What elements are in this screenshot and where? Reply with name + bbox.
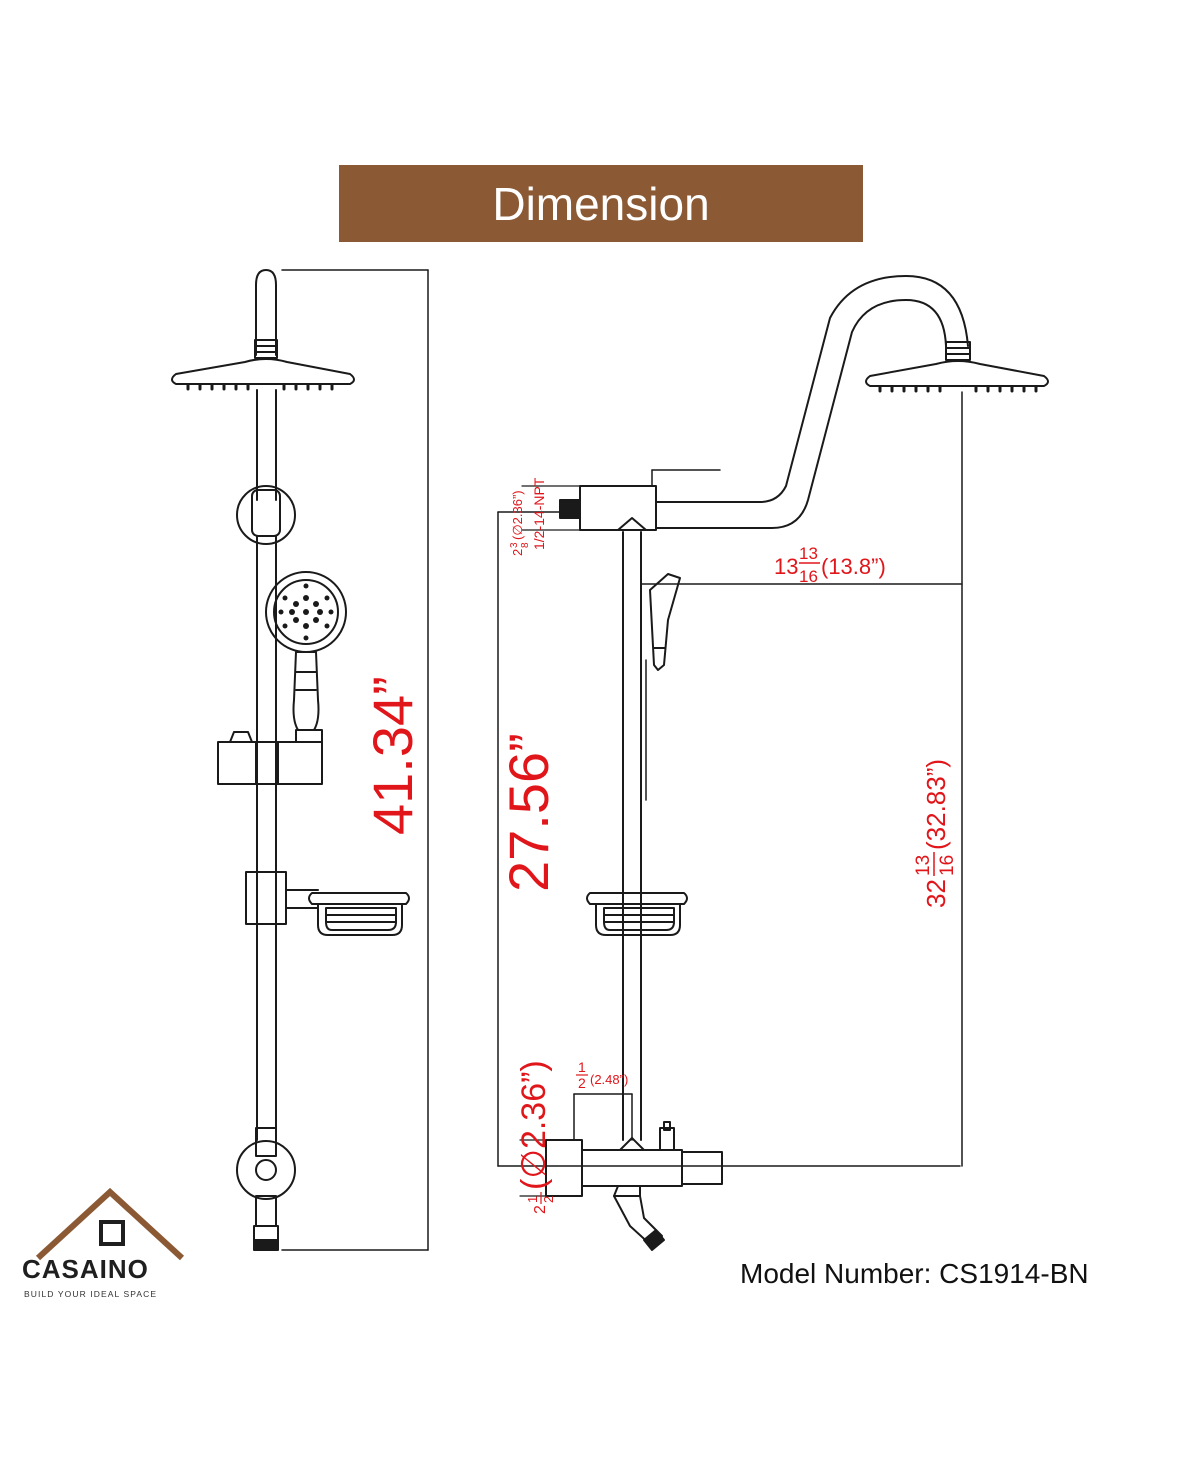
side-gooseneck-arm <box>655 275 969 503</box>
dim-total-height: 41.34” <box>361 676 424 835</box>
model-number: Model Number: CS1914-BN <box>740 1258 1089 1289</box>
dim-topconn-den: 8 <box>520 542 531 548</box>
front-bottom-bracket <box>236 1140 296 1200</box>
side-soap-dish <box>586 892 688 905</box>
title-banner: Dimension <box>339 165 863 242</box>
front-rain-nozzles <box>186 383 334 391</box>
front-soap-dish <box>308 892 410 905</box>
front-shower-arm <box>255 269 277 356</box>
dim-head-num: 13 <box>913 855 934 876</box>
side-hand-shower <box>649 573 681 671</box>
dim-arm-den: 16 <box>799 567 818 586</box>
dim-head-decimal: (32.83”) <box>921 759 951 850</box>
dim-offset-num: 1 <box>578 1059 586 1075</box>
side-rain-head <box>865 360 1049 387</box>
brand-name: CASAINO <box>22 1254 149 1284</box>
dim-head-den: 16 <box>937 855 958 876</box>
banner-title: Dimension <box>492 177 710 230</box>
dim-topconn-whole: 2 <box>510 549 525 556</box>
front-spout <box>255 1195 277 1227</box>
front-arm-nut <box>254 339 278 359</box>
side-view <box>497 275 1049 1251</box>
dim-botconn-whole: 2 <box>532 1205 549 1214</box>
brand-tagline: BUILD YOUR IDEAL SPACE <box>24 1289 158 1299</box>
dim-offset-den: 2 <box>578 1075 586 1091</box>
dim-arm-num: 13 <box>799 544 818 563</box>
dim-topconn-decimal: (∅2.36”) <box>510 490 525 540</box>
dim-topconn-num: 3 <box>509 542 520 548</box>
front-hand-nozzles <box>278 583 334 641</box>
dim-offset-decimal: (2.48”) <box>590 1072 628 1087</box>
side-arm-nut <box>945 341 971 361</box>
dim-botconn-decimal: (∅2.36”) <box>515 1060 553 1190</box>
front-slider-holder <box>217 741 323 785</box>
dim-head-whole: 32 <box>921 879 951 908</box>
dim-arm-decimal: (13.8”) <box>821 554 886 579</box>
brand-logo-mark <box>35 1187 185 1261</box>
dim-botconn-den: 2 <box>541 1196 556 1203</box>
dim-thread-spec: 1/2-14-NPT <box>531 477 547 550</box>
front-top-bracket <box>236 485 296 545</box>
front-view <box>171 269 429 1251</box>
front-rain-head <box>171 358 355 385</box>
dim-arm-whole: 13 <box>774 554 798 579</box>
dim-botconn-num: 1 <box>525 1196 540 1203</box>
dim-outlet-inlet: 27.56” <box>497 733 560 892</box>
front-soap-bracket <box>245 871 287 925</box>
side-top-connector <box>579 485 657 531</box>
side-tub-spout <box>613 1185 641 1197</box>
side-rain-nozzles <box>878 385 1038 393</box>
